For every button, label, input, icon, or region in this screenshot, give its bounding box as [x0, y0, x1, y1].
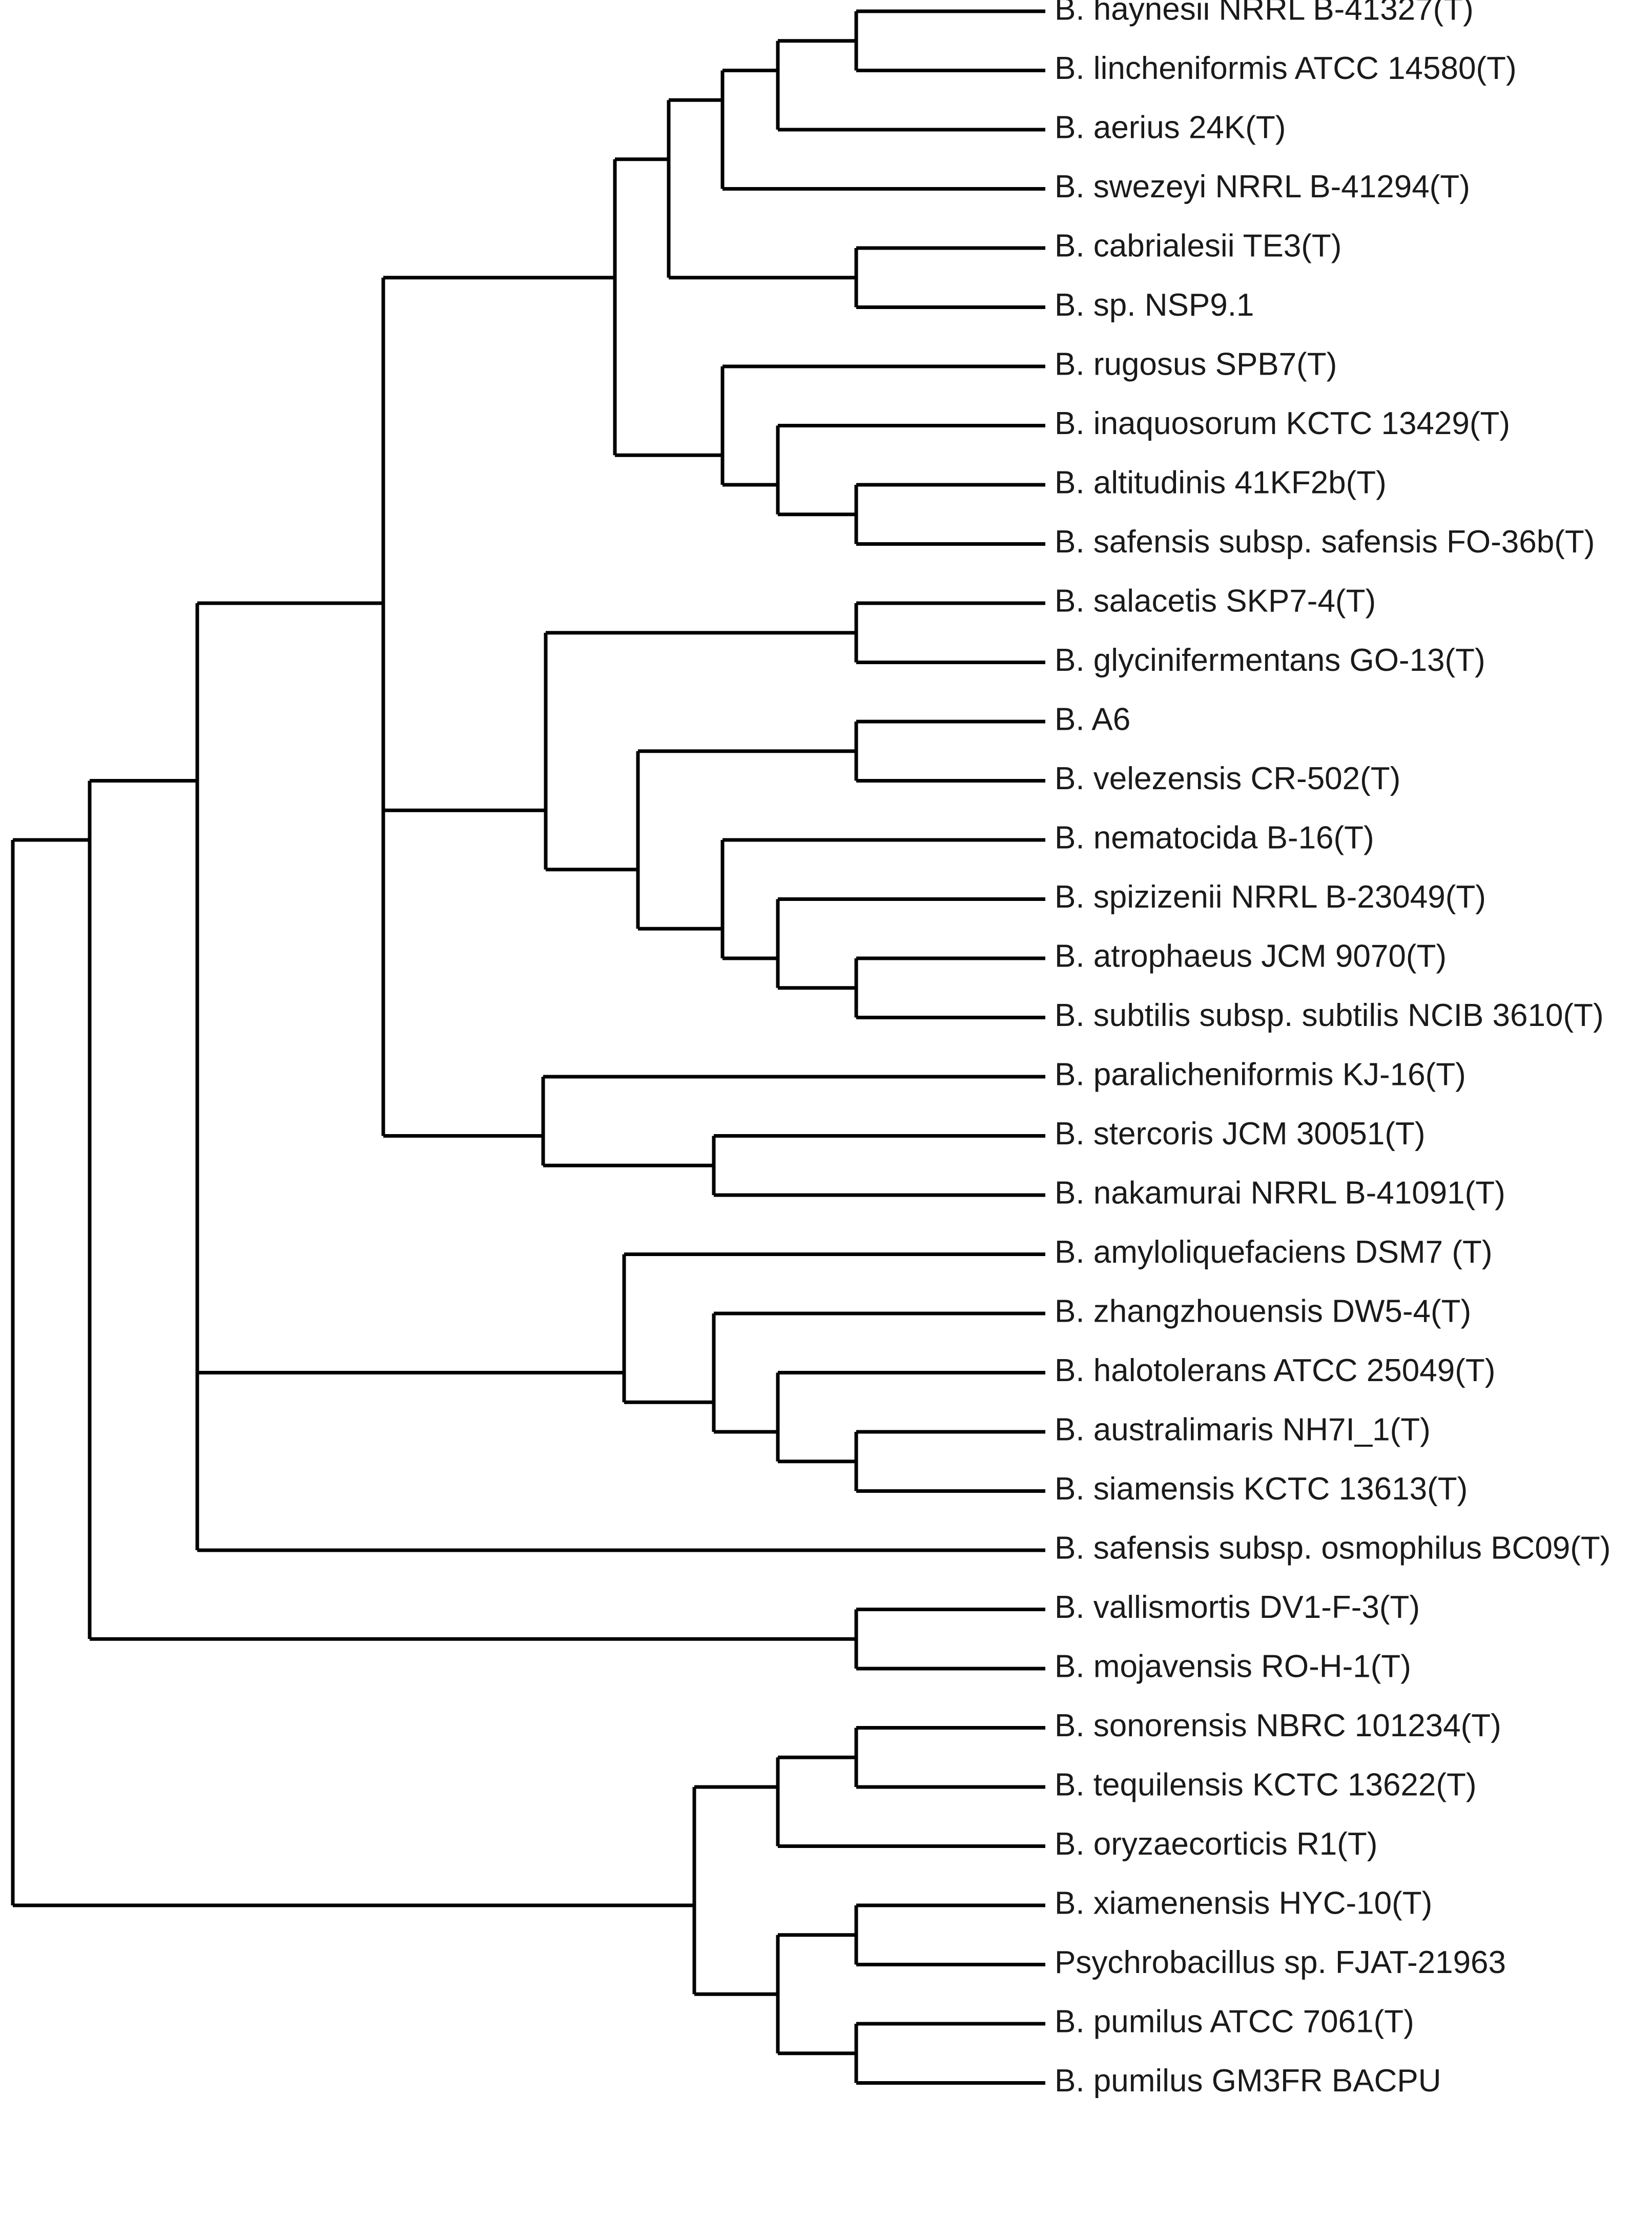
leaf-label: B. sp. NSP9.1: [1055, 287, 1254, 323]
leaf-label: B. nematocida B-16(T): [1055, 820, 1374, 855]
leaf-label: B. stercoris JCM 30051(T): [1055, 1116, 1426, 1152]
leaf-label: B. A6: [1055, 702, 1130, 737]
leaf-label: Psychrobacillus sp. FJAT-21963: [1055, 1945, 1506, 1980]
leaf-label: B. australimaris NH7I_1(T): [1055, 1412, 1431, 1447]
leaf-label: B. pumilus ATCC 7061(T): [1055, 2004, 1414, 2039]
leaf-label: B. sonorensis NBRC 101234(T): [1055, 1708, 1501, 1743]
leaf-label: B. haynesii NRRL B-41327(T): [1055, 0, 1474, 27]
leaf-label: B. vallismortis DV1-F-3(T): [1055, 1590, 1420, 1625]
leaf-label: B. spizizenii NRRL B-23049(T): [1055, 879, 1486, 915]
leaf-label: B. velezensis CR-502(T): [1055, 761, 1400, 796]
leaf-label: B. rugosus SPB7(T): [1055, 346, 1337, 382]
leaf-label: B. salacetis SKP7-4(T): [1055, 583, 1376, 619]
leaf-label: B. paralicheniformis KJ-16(T): [1055, 1057, 1466, 1092]
leaf-label: B. aerius 24K(T): [1055, 110, 1286, 145]
leaf-label: B. safensis subsp. safensis FO-36b(T): [1055, 524, 1595, 560]
leaf-label: B. halotolerans ATCC 25049(T): [1055, 1353, 1495, 1388]
leaf-label: B. zhangzhouensis DW5-4(T): [1055, 1293, 1471, 1329]
leaf-label: B. glycinifermentans GO-13(T): [1055, 643, 1485, 678]
leaf-label: B. inaquosorum KCTC 13429(T): [1055, 406, 1510, 441]
leaf-label: B. altitudinis 41KF2b(T): [1055, 465, 1387, 500]
leaf-label: B. lincheniformis ATCC 14580(T): [1055, 51, 1517, 86]
leaf-label: B. xiamenensis HYC-10(T): [1055, 1885, 1432, 1921]
tree-branches: [11, 9, 1045, 2085]
leaf-label: B. siamensis KCTC 13613(T): [1055, 1471, 1468, 1507]
leaf-label: B. atrophaeus JCM 9070(T): [1055, 938, 1447, 974]
leaf-label: B. tequilensis KCTC 13622(T): [1055, 1767, 1477, 1802]
leaf-label: B. cabrialesii TE3(T): [1055, 228, 1341, 263]
tree-leaf-labels: B. haynesii NRRL B-41327(T) B. linchenifo…: [1055, 0, 1610, 2099]
leaf-label: B. oryzaecorticis R1(T): [1055, 1826, 1377, 1862]
leaf-label: B. pumilus GM3FR BACPU: [1055, 2063, 1441, 2099]
leaf-label: B. nakamurai NRRL B-41091(T): [1055, 1175, 1505, 1210]
leaf-label: B. safensis subsp. osmophilus BC09(T): [1055, 1530, 1610, 1566]
leaf-label: B. subtilis subsp. subtilis NCIB 3610(T): [1055, 998, 1604, 1033]
leaf-label: B. swezeyi NRRL B-41294(T): [1055, 169, 1470, 204]
leaf-label: B. mojavensis RO-H-1(T): [1055, 1649, 1411, 1684]
leaf-label: B. amyloliquefaciens DSM7 (T): [1055, 1235, 1493, 1270]
